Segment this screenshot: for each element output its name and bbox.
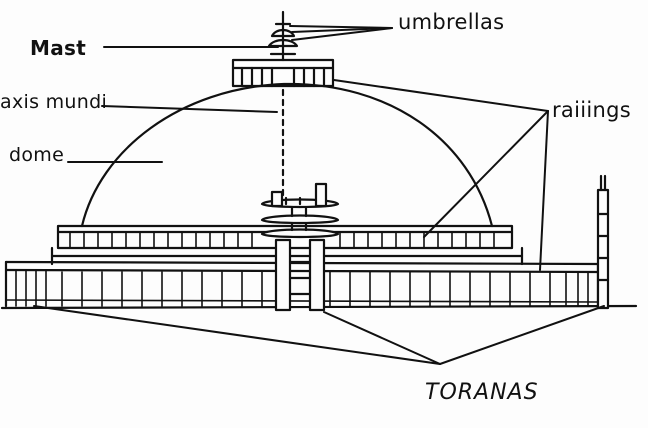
dome — [80, 82, 494, 228]
right-torana — [596, 174, 610, 310]
axis-mundi-label: axis mundi — [0, 91, 108, 113]
harmika-railing — [231, 58, 335, 88]
leader-railing-upper — [423, 110, 549, 238]
leader-axis-mundi — [101, 105, 278, 113]
toranas-label: TORANAS — [425, 380, 539, 405]
leader-railing-lower — [539, 110, 549, 271]
leader-railing-top — [333, 79, 549, 112]
dome-label: dome — [9, 144, 65, 166]
leader-umbrella-1 — [291, 27, 393, 41]
leader-torana-center — [323, 311, 441, 365]
leader-torana-right — [439, 305, 605, 365]
lower-railing — [4, 260, 600, 308]
leader-umbrella-3 — [289, 25, 393, 29]
central-torana — [260, 182, 340, 312]
leader-lines — [33, 25, 605, 365]
mast-label: Mast — [30, 36, 87, 60]
railings-label: raiiings — [552, 98, 631, 122]
leader-torana-left — [33, 305, 441, 365]
umbrellas-label: umbrellas — [398, 10, 505, 34]
mast-umbrellas — [267, 10, 299, 62]
